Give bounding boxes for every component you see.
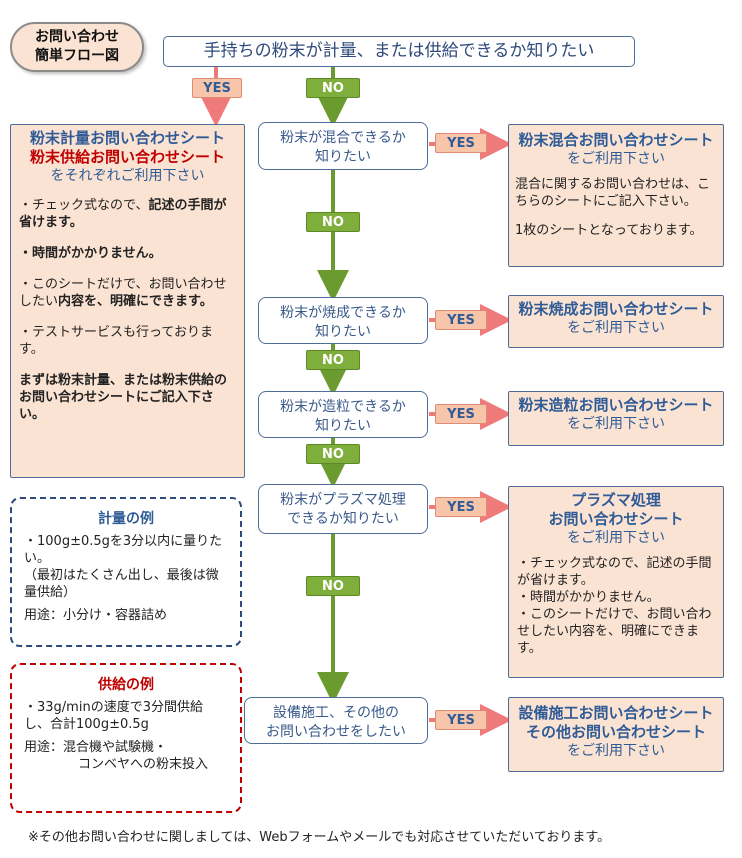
answer-plasma-title2: お問い合わせシート — [548, 510, 684, 528]
answer-granulate-title: 粉末造粒お問い合わせシート — [518, 396, 714, 414]
supply-example-usage2: コンベヤへの粉末投入 — [78, 757, 209, 772]
answer-plasma: プラズマ処理 お問い合わせシート をご利用下さい ・チェック式なので、記述の手間… — [508, 486, 724, 678]
answer-mix-sub: をご利用下さい — [567, 151, 665, 167]
answer-plasma-b2: ・時間がかかりません。 — [517, 590, 660, 605]
left-box-bullet3-bold: 内容を、明確にできます。 — [58, 294, 213, 309]
title-badge: お問い合わせ 簡単フロー図 — [10, 22, 144, 72]
question-fire-line1: 粉末が焼成できるか — [280, 305, 406, 321]
answer-facility-title1: 設備施工お問い合わせシート — [518, 704, 714, 722]
left-box-bullet3: ・このシートだけで、お問い合わせしたい内容を、明確にできます。 — [19, 276, 236, 310]
answer-plasma-b3: ・このシートだけで、お問い合わせしたい内容を、明確にできます。 — [517, 607, 712, 656]
footnote: ※その他お問い合わせに関しましては、Webフォームやメールでも対応させていただい… — [28, 830, 611, 845]
top-question: 手持ちの粉末が計量、または供給できるか知りたい — [163, 36, 635, 67]
yes-pill-facility: YES — [435, 710, 487, 730]
answer-mix-body1: 混合に関するお問い合わせは、こちらのシートにご記入下さい。 — [515, 177, 711, 209]
supply-example-line1: ・33g/minの速度で3分間供給し、合計100g±0.5g — [24, 700, 203, 732]
question-mix: 粉末が混合できるか 知りたい — [258, 122, 428, 170]
answer-facility-title2: その他お問い合わせシート — [525, 723, 706, 741]
left-box-bullet1: ・チェック式なので、記述の手間が省けます。 — [19, 197, 236, 231]
answer-plasma-sub: をご利用下さい — [567, 530, 665, 546]
question-granulate-line1: 粉末が造粒できるか — [280, 399, 406, 415]
weigh-example-line2: （最初はたくさん出し、最後は微量供給） — [24, 568, 219, 600]
no-pill-top: NO — [306, 78, 360, 98]
question-granulate: 粉末が造粒できるか 知りたい — [258, 391, 428, 438]
question-facility-line2: お問い合わせをしたい — [266, 724, 406, 740]
answer-facility-sub: をご利用下さい — [567, 743, 665, 759]
no-pill-3: NO — [306, 444, 360, 464]
answer-fire-title: 粉末焼成お問い合わせシート — [518, 300, 714, 318]
left-box-bullet1-text: ・チェック式なので、 — [19, 198, 149, 213]
answer-plasma-title1: プラズマ処理 — [571, 491, 661, 509]
question-plasma-line2: できるか知りたい — [287, 511, 399, 527]
supply-example-title: 供給の例 — [98, 677, 154, 693]
answer-fire-sub: をご利用下さい — [567, 320, 665, 336]
title-line2: 簡単フロー図 — [35, 48, 119, 64]
question-facility-line1: 設備施工、その他の — [273, 705, 399, 721]
left-answer-box: 粉末計量お問い合わせシート 粉末供給お問い合わせシート をそれぞれご利用下さい … — [10, 124, 245, 478]
no-pill-1: NO — [306, 212, 360, 232]
no-pill-2: NO — [306, 350, 360, 370]
question-plasma-line1: 粉末がプラズマ処理 — [280, 492, 406, 508]
answer-plasma-b1: ・チェック式なので、記述の手間が省けます。 — [517, 556, 712, 588]
supply-example-usage1: 用途：混合機や試験機・ — [24, 740, 168, 755]
title-line1: お問い合わせ — [35, 29, 119, 45]
question-granulate-line2: 知りたい — [315, 418, 371, 434]
yes-pill-granulate: YES — [435, 404, 487, 424]
left-box-bullet1-bold: 記述の手間が省けます。 — [19, 198, 227, 230]
weigh-example-title: 計量の例 — [98, 511, 154, 527]
yes-pill-mix: YES — [435, 133, 487, 153]
left-box-bullet3-text: ・このシートだけで、お問い合わせしたい — [19, 277, 227, 309]
left-box-title1: 粉末計量お問い合わせシート — [29, 129, 225, 147]
question-fire: 粉末が焼成できるか 知りたい — [258, 297, 428, 344]
weigh-example-usage: 用途：小分け・容器詰め — [24, 608, 168, 623]
answer-mix: 粉末混合お問い合わせシート をご利用下さい 混合に関するお問い合わせは、こちらの… — [508, 124, 724, 267]
answer-mix-title: 粉末混合お問い合わせシート — [518, 131, 714, 149]
answer-facility: 設備施工お問い合わせシート その他お問い合わせシート をご利用下さい — [508, 697, 724, 772]
yes-pill-fire: YES — [435, 310, 487, 330]
weigh-example-line1: ・100g±0.5gを3分以内に量りたい。 — [24, 534, 223, 566]
question-fire-line2: 知りたい — [315, 324, 371, 340]
answer-granulate: 粉末造粒お問い合わせシート をご利用下さい — [508, 391, 724, 446]
left-box-bullet4: ・テストサービスも行っております。 — [19, 325, 213, 357]
answer-mix-body2: 1枚のシートとなっております。 — [515, 223, 703, 238]
left-box-subtitle: をそれぞれご利用下さい — [50, 168, 205, 184]
answer-fire: 粉末焼成お問い合わせシート をご利用下さい — [508, 295, 724, 348]
question-plasma: 粉末がプラズマ処理 できるか知りたい — [258, 484, 428, 534]
question-mix-line2: 知りたい — [315, 149, 371, 165]
supply-example-box: 供給の例 ・33g/minの速度で3分間供給し、合計100g±0.5g 用途：混… — [10, 663, 242, 813]
left-box-closing: まずは粉末計量、または粉末供給のお問い合わせシートにご記入下さい。 — [19, 373, 228, 422]
left-box-bullet2: ・時間がかかりません。 — [19, 246, 162, 261]
yes-pill-top: YES — [192, 78, 242, 98]
left-box-title2: 粉末供給お問い合わせシート — [29, 148, 225, 166]
no-pill-4: NO — [306, 576, 360, 596]
question-mix-line1: 粉末が混合できるか — [280, 130, 406, 146]
weigh-example-box: 計量の例 ・100g±0.5gを3分以内に量りたい。 （最初はたくさん出し、最後… — [10, 497, 242, 647]
answer-granulate-sub: をご利用下さい — [567, 416, 665, 432]
yes-pill-plasma: YES — [435, 497, 487, 517]
question-facility: 設備施工、その他の お問い合わせをしたい — [244, 697, 428, 744]
